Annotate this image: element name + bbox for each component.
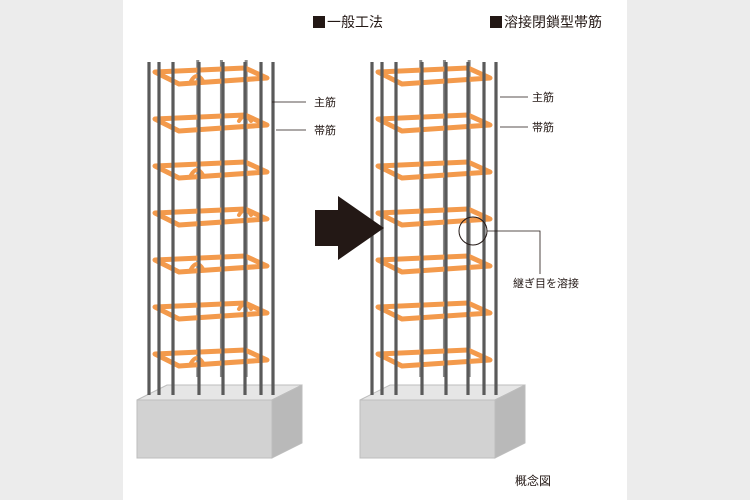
hoop	[375, 300, 493, 322]
right-title-text: 溶接閉鎖型帯筋	[504, 15, 602, 31]
hoop	[375, 112, 493, 134]
hoop	[152, 347, 270, 369]
left-title-text: 一般工法	[327, 15, 383, 31]
right-column	[359, 60, 526, 459]
hoop-hook	[189, 262, 205, 271]
hoop	[375, 206, 493, 228]
label-weld: 継ぎ目を溶接	[513, 277, 579, 290]
square-bullet-icon	[313, 16, 325, 28]
square-bullet-icon	[490, 16, 502, 28]
hoop	[152, 253, 270, 275]
base-side	[271, 384, 303, 459]
hoop-hook	[189, 74, 205, 83]
hoop	[152, 65, 270, 87]
label-hoop-right: 帯筋	[532, 121, 554, 134]
hoop	[152, 159, 270, 181]
hoop-hook	[189, 356, 205, 365]
hoop	[375, 159, 493, 181]
hoop	[152, 300, 270, 322]
base-front	[136, 399, 273, 459]
hoop	[152, 206, 270, 228]
arrow-icon	[315, 196, 384, 260]
diagram-canvas: 一般工法 溶接閉鎖型帯筋 主筋 帯筋 主筋 帯筋 継ぎ目を溶接 概念図	[123, 0, 627, 500]
base-front	[359, 399, 496, 459]
base-side	[494, 384, 526, 459]
hoop	[375, 253, 493, 275]
label-main-rebar-left: 主筋	[314, 96, 336, 109]
hoop	[375, 347, 493, 369]
hoop	[152, 112, 270, 134]
label-main-rebar-right: 主筋	[532, 91, 554, 104]
right-title: 溶接閉鎖型帯筋	[490, 12, 602, 32]
label-hoop-left: 帯筋	[314, 124, 336, 137]
hoop	[375, 65, 493, 87]
weld-callout-leader	[487, 230, 541, 274]
hoop-hook	[189, 168, 205, 177]
left-title: 一般工法	[313, 12, 383, 32]
left-column	[136, 60, 303, 459]
diagram-art	[136, 60, 541, 459]
caption: 概念図	[515, 474, 552, 488]
